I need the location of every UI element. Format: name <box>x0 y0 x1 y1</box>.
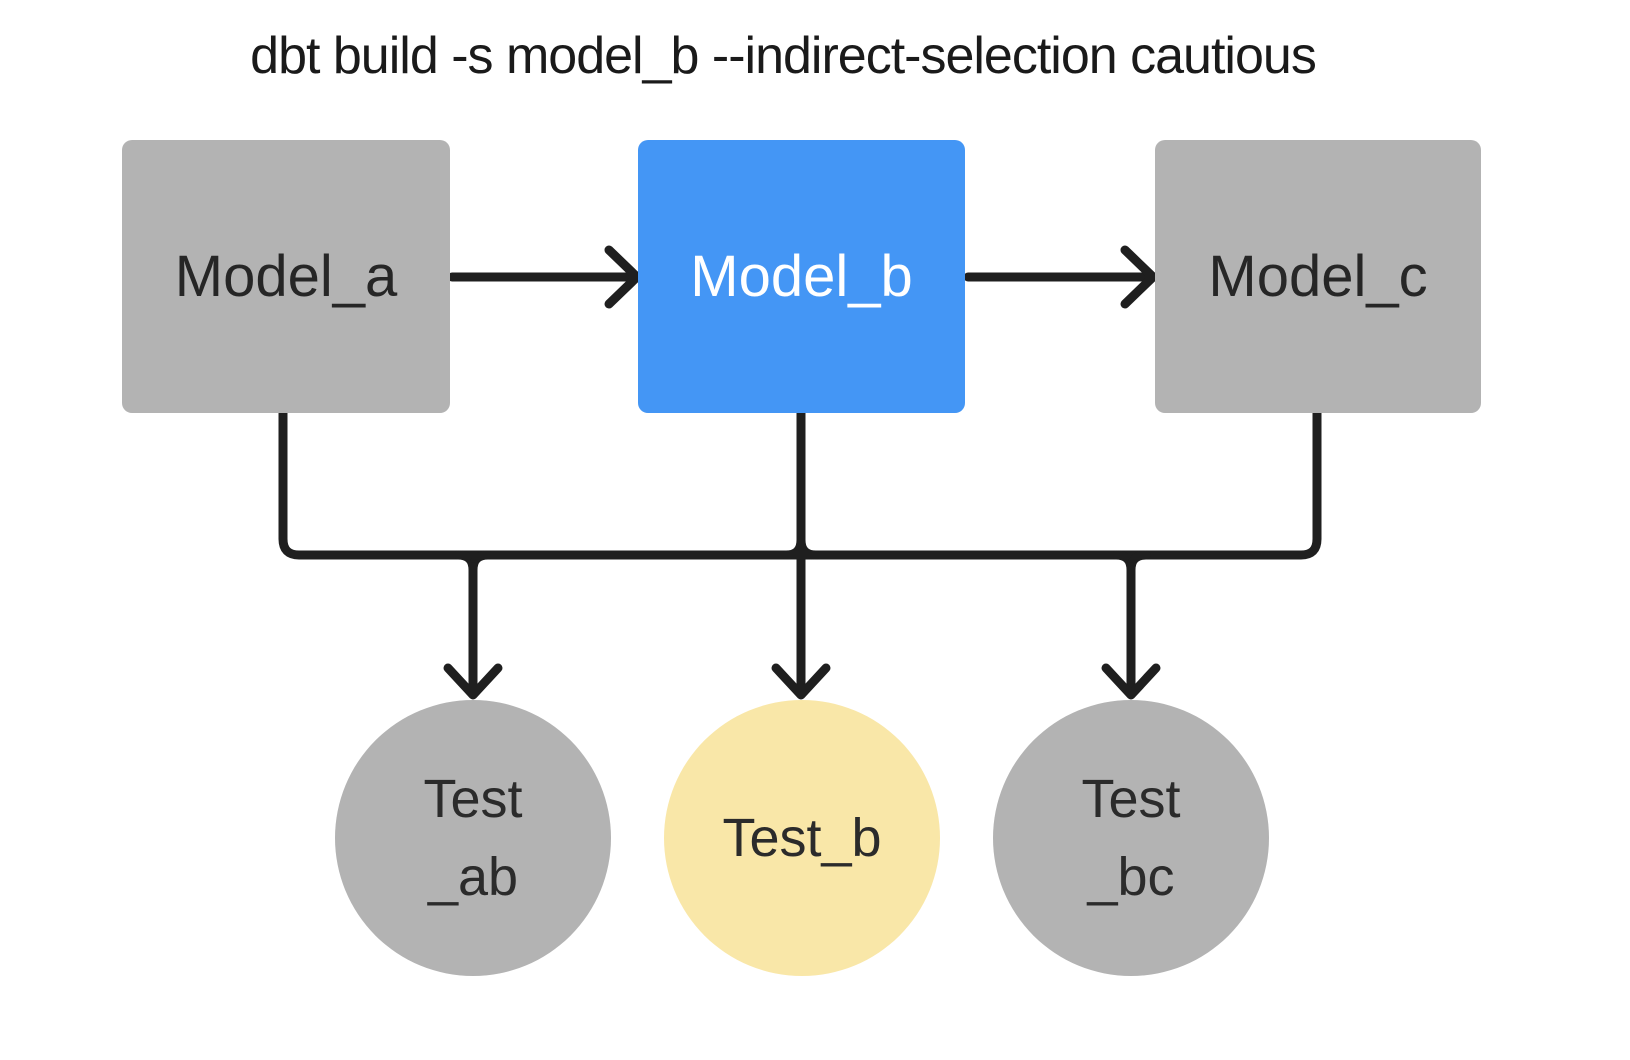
node-test-ab-label-line1: Test <box>423 769 523 829</box>
node-test-bc-label-line1: Test <box>1081 769 1181 829</box>
edge-model-b-to-model-c <box>963 245 1158 309</box>
node-model-c: Model_c <box>1155 140 1481 413</box>
node-model-b: Model_b <box>638 140 965 413</box>
node-test-bc-label-line2: _bc <box>1087 847 1175 907</box>
arrowhead-down-icon <box>443 663 503 700</box>
node-model-a-label: Model_a <box>174 244 398 309</box>
node-test-b-label: Test_b <box>722 808 882 868</box>
edge-model-a-to-model-b <box>447 245 642 309</box>
diagram-title: dbt build -s model_b --indirect-selectio… <box>250 27 1317 85</box>
arrowhead-down-icon <box>1101 663 1161 700</box>
node-model-b-label: Model_b <box>690 244 913 309</box>
edge-model-b-to-test-b <box>771 408 831 700</box>
node-model-c-label: Model_c <box>1208 244 1428 309</box>
node-test-ab: Test _ab <box>335 700 611 976</box>
arrowhead-right-icon <box>1120 245 1158 309</box>
node-test-ab-label-line2: _ab <box>427 847 519 907</box>
edge-bus-to-test-bc <box>1101 550 1161 700</box>
node-model-a: Model_a <box>122 140 450 413</box>
node-test-b: Test_b <box>664 700 940 976</box>
arrowhead-down-icon <box>771 663 831 700</box>
node-test-bc: Test _bc <box>993 700 1269 976</box>
arrowhead-right-icon <box>604 245 642 309</box>
edge-bus-to-test-ab <box>443 550 503 700</box>
